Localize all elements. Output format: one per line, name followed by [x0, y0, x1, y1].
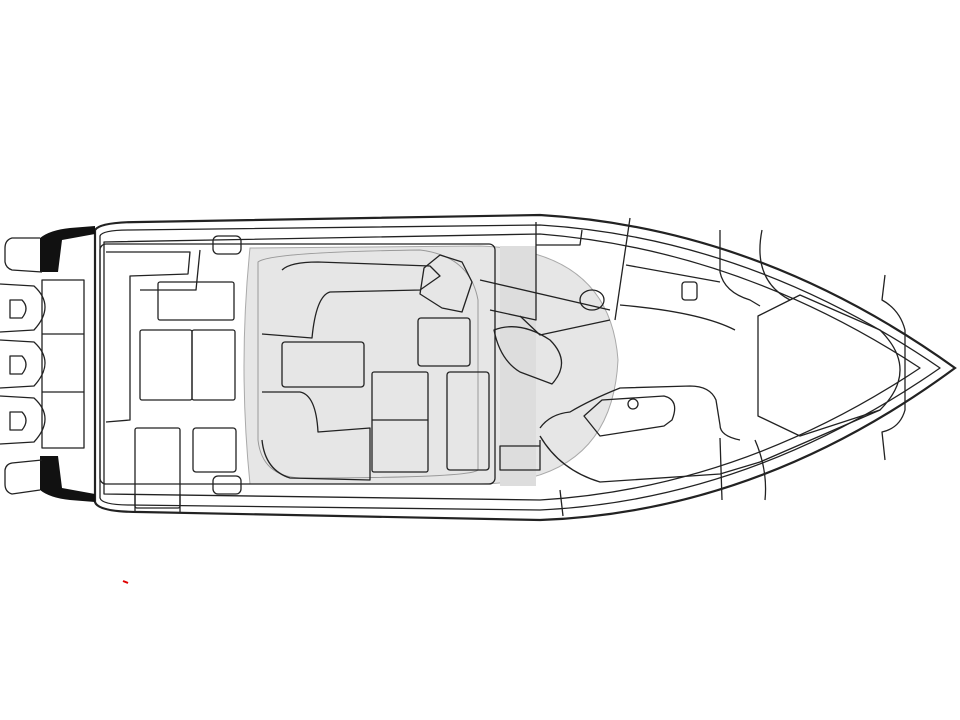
stern-band — [40, 226, 95, 502]
accent-mark — [122, 580, 129, 584]
cockpit — [99, 235, 496, 512]
engine-icon — [0, 395, 46, 445]
engine-icon — [0, 283, 46, 333]
toilet-icon — [579, 289, 605, 311]
outboard-engines — [0, 283, 46, 445]
cabin — [479, 217, 906, 517]
hull-outline — [93, 213, 957, 522]
engine-icon — [0, 339, 46, 389]
swim-platform — [4, 237, 85, 495]
